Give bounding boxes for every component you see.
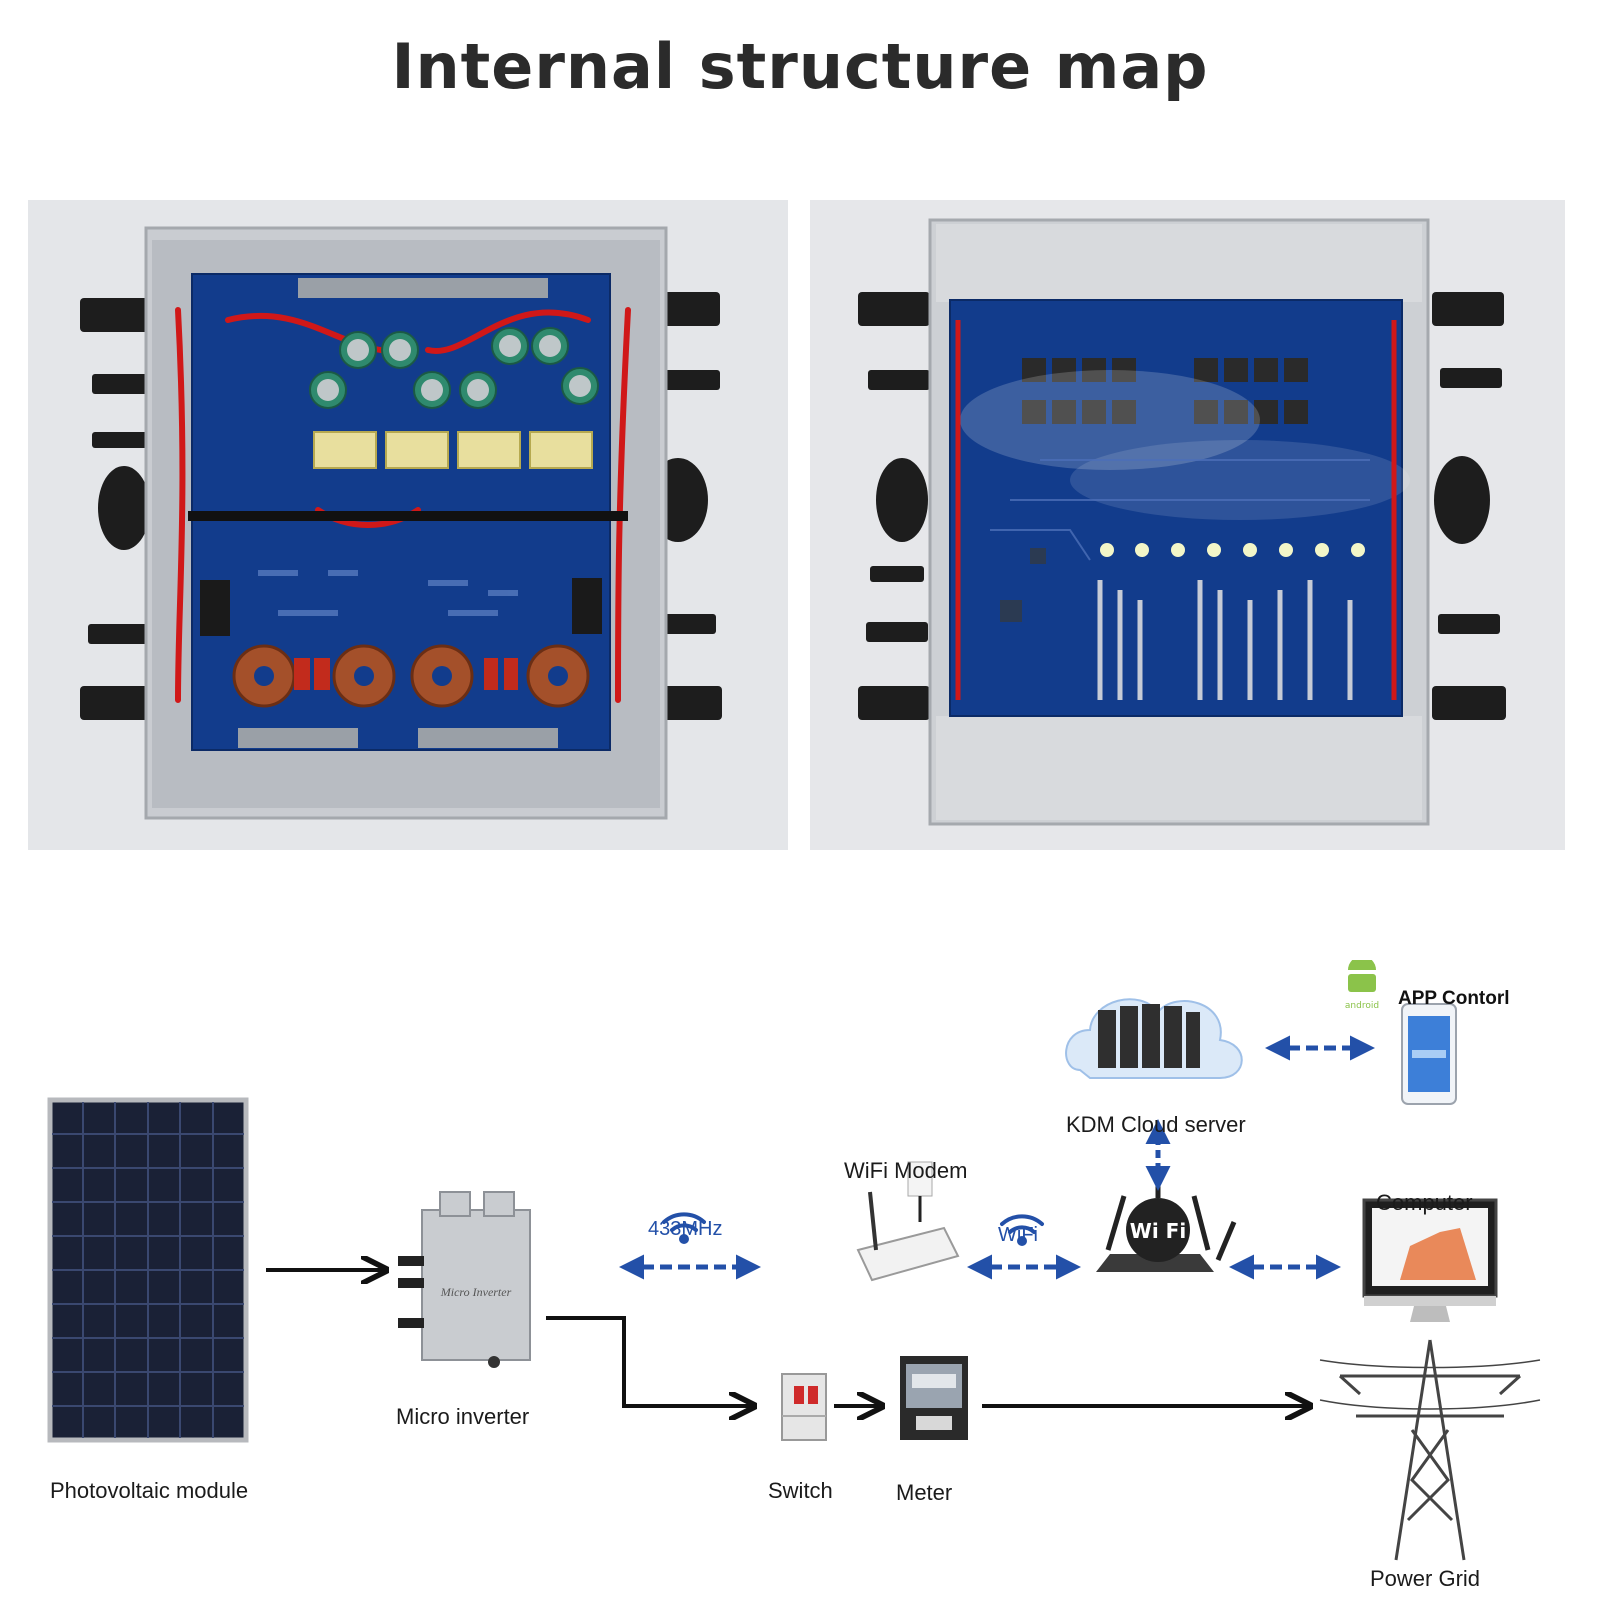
pv-module-label: Photovoltaic module: [50, 1478, 249, 1503]
wifi-signal-icon: [1000, 1214, 1044, 1234]
smartphone-icon: [1401, 1003, 1457, 1105]
meter-label: Meter: [896, 1480, 953, 1505]
svg-text:Wi Fi: Wi Fi: [1130, 1219, 1186, 1243]
mc4-connectors-right-bottom: [1432, 292, 1506, 720]
wifi-label: WiFi: [998, 1224, 1038, 1246]
inverter-top-photo: [28, 200, 788, 850]
power-grid-tower-icon: [1319, 1339, 1541, 1561]
wifi-modem-icon: [856, 1161, 960, 1282]
system-diagram-graphics: Micro Inverter: [47, 960, 1541, 1561]
rf-433-label: 433MHz: [648, 1218, 723, 1240]
switch-icon: [781, 1373, 827, 1441]
mc4-connectors-left-bottom: [858, 292, 930, 720]
meter-icon: [900, 1356, 968, 1440]
inverter-bottom-photo: [810, 200, 1565, 850]
rf-433-signal-icon: [662, 1212, 706, 1232]
wifi-router-icon: [1096, 1172, 1237, 1272]
page-title: Internal structure map: [391, 30, 1209, 103]
cloud-server-label: KDM Cloud server: [1066, 1112, 1246, 1137]
computer-label: Computer: [1376, 1190, 1473, 1215]
pv-panel-icon: [47, 1097, 249, 1443]
wifi-modem-label: WiFi Modem: [844, 1158, 968, 1183]
power-grid-label: Power Grid: [1370, 1566, 1481, 1591]
switch-label: Switch: [768, 1478, 833, 1503]
micro-inverter-label: Micro inverter: [396, 1404, 530, 1429]
mc4-connectors-left: [80, 298, 152, 720]
svg-text:android: android: [1345, 1001, 1379, 1011]
svg-text:Micro Inverter: Micro Inverter: [440, 1285, 512, 1299]
cloud-server-icon: [1065, 998, 1243, 1079]
computer-monitor-icon: [1362, 1198, 1498, 1322]
android-logo-icon: [1348, 960, 1376, 992]
micro-inverter-icon: [398, 1191, 531, 1368]
app-control-label: APP Contorl: [1398, 988, 1510, 1009]
